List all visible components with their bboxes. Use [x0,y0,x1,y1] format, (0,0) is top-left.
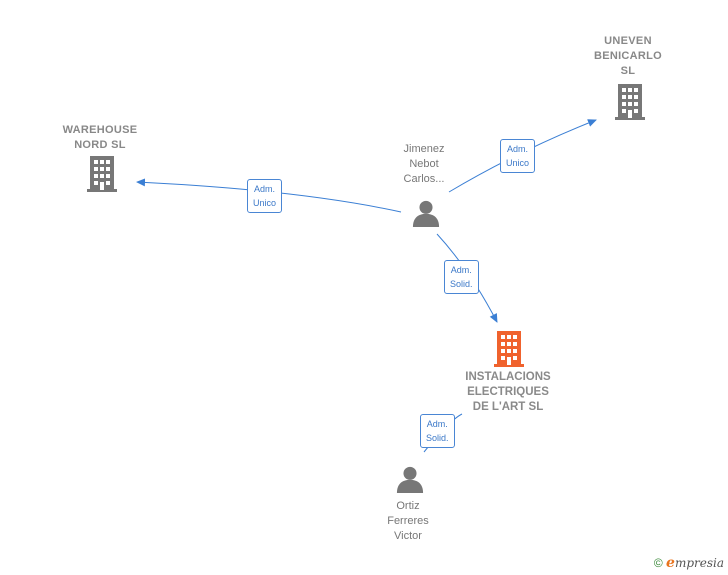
footer-brand: © empresia [654,555,724,571]
edge-jimenez-warehouse [136,178,402,213]
node-label-jimenez[interactable]: Jimenez Nebot Carlos... [403,143,445,185]
jimenez-person-icon[interactable] [412,200,440,227]
role-box-jimenez-instalacions[interactable]: Adm. Solid. [444,260,479,294]
node-label-instalacions[interactable]: INSTALACIONS ELECTRIQUES DE L'ART SL [465,371,551,413]
warehouse-building-icon[interactable] [87,156,117,192]
instalacions-building-icon[interactable] [494,331,524,367]
role-box-jimenez-warehouse[interactable]: Adm. Unico [247,179,283,213]
empresia-logo[interactable]: empresia [666,555,724,571]
uneven-building-icon[interactable] [615,84,645,120]
role-box-jimenez-uneven[interactable]: Adm. Unico [500,139,536,173]
node-label-warehouse[interactable]: WAREHOUSE NORD SL [62,124,138,151]
copyright-icon: © [653,556,663,570]
node-label-uneven[interactable]: UNEVEN BENICARLO SL [593,35,663,77]
role-box-ortiz-instalacions[interactable]: Adm. Solid. [420,414,455,448]
ortiz-person-icon[interactable] [396,466,424,493]
node-label-ortiz[interactable]: Ortiz Ferreres Victor [387,500,429,542]
